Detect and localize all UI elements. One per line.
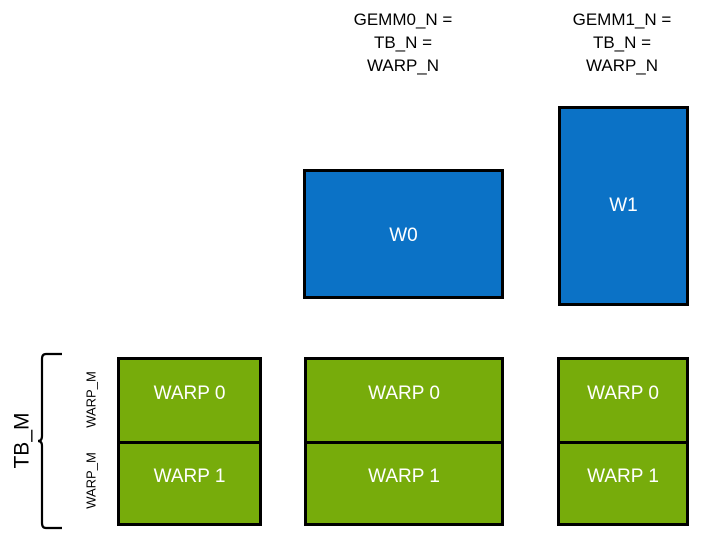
warp-tile-w0-label: W0 bbox=[389, 224, 418, 246]
column-header-gemm1: GEMM1_N = TB_N = WARP_N bbox=[572, 10, 672, 75]
axis-label-warp-m-bottom: WARP_M bbox=[83, 452, 99, 509]
warp-tile-w0: W0 bbox=[303, 169, 504, 299]
warp-tile-w1-label: W1 bbox=[609, 194, 638, 216]
warp-cell-label: WARP 1 bbox=[587, 466, 659, 487]
warp-cell-label: WARP 0 bbox=[368, 383, 440, 404]
warp-cell-1-1: WARP 1 bbox=[304, 441, 504, 526]
tb-m-brace-icon bbox=[37, 352, 62, 530]
column-header-gemm0: GEMM0_N = TB_N = WARP_N bbox=[353, 10, 453, 75]
warp-cell-2-0: WARP 0 bbox=[557, 357, 689, 444]
warp-cell-0-0: WARP 0 bbox=[117, 357, 262, 444]
axis-label-warp-m-top: WARP_M bbox=[83, 371, 99, 428]
warp-cell-label: WARP 0 bbox=[153, 383, 226, 404]
warp-tile-w1: W1 bbox=[558, 106, 689, 306]
axis-label-tb-m: TB_M bbox=[10, 412, 34, 469]
warp-cell-1-0: WARP 0 bbox=[304, 357, 504, 444]
warp-cell-label: WARP 0 bbox=[587, 383, 659, 404]
warp-column-2: WARP 0 WARP 1 bbox=[557, 357, 689, 526]
warp-column-0: WARP 0 WARP 1 bbox=[117, 357, 262, 526]
warp-column-1: WARP 0 WARP 1 bbox=[304, 357, 504, 526]
warp-cell-2-1: WARP 1 bbox=[557, 441, 689, 526]
warp-cell-label: WARP 1 bbox=[368, 466, 440, 487]
warp-cell-label: WARP 1 bbox=[153, 466, 226, 487]
warp-cell-0-1: WARP 1 bbox=[117, 441, 262, 526]
